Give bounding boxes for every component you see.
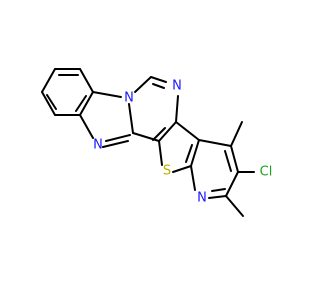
atom-label-n-imine: N: [124, 91, 134, 106]
bond: [198, 139, 232, 147]
bond: [190, 139, 200, 167]
atom-label-s-thiophene: S: [163, 164, 171, 179]
bond: [211, 188, 226, 192]
thiophene-ring: [158, 121, 200, 173]
bond: [41, 68, 56, 93]
pyridine-ring: [190, 139, 239, 199]
atom-label-n-pyrimidine: N: [172, 79, 182, 94]
molecule-structure: N N N S N Cl: [41, 68, 273, 217]
bond: [92, 91, 122, 98]
atom-label-n-pyridine: N: [197, 191, 207, 206]
bond: [102, 140, 129, 148]
bond: [152, 127, 166, 141]
pyrimidine-ring: [132, 76, 179, 142]
bond: [150, 76, 167, 83]
atom-label-n-bridge: N: [93, 138, 103, 153]
bond: [79, 114, 94, 139]
double-bond-inner: [75, 95, 87, 112]
bond: [158, 121, 177, 142]
bond: [230, 145, 239, 173]
bond: [225, 171, 239, 197]
bond: [185, 144, 193, 163]
bond: [134, 76, 152, 93]
bond: [128, 103, 134, 134]
bond: [152, 83, 165, 89]
bond: [224, 150, 232, 172]
bond: [158, 140, 163, 166]
bond: [79, 68, 94, 93]
bond: [41, 91, 56, 116]
structure-canvas: N N N S N Cl: [41, 68, 273, 217]
bond: [79, 91, 94, 116]
benzene-ring: [41, 68, 94, 116]
methyl-bond-upper: [230, 121, 243, 147]
bond: [105, 134, 131, 142]
double-bond-inner: [46, 94, 57, 110]
substituents: [225, 121, 255, 217]
imidazole-ring: [79, 91, 134, 148]
methyl-bond-lower: [225, 195, 244, 217]
bond: [208, 195, 227, 199]
bond: [175, 95, 179, 123]
bond: [172, 165, 192, 173]
bond: [190, 165, 196, 191]
atom-label-cl: Cl: [260, 165, 273, 180]
bond: [175, 121, 200, 141]
